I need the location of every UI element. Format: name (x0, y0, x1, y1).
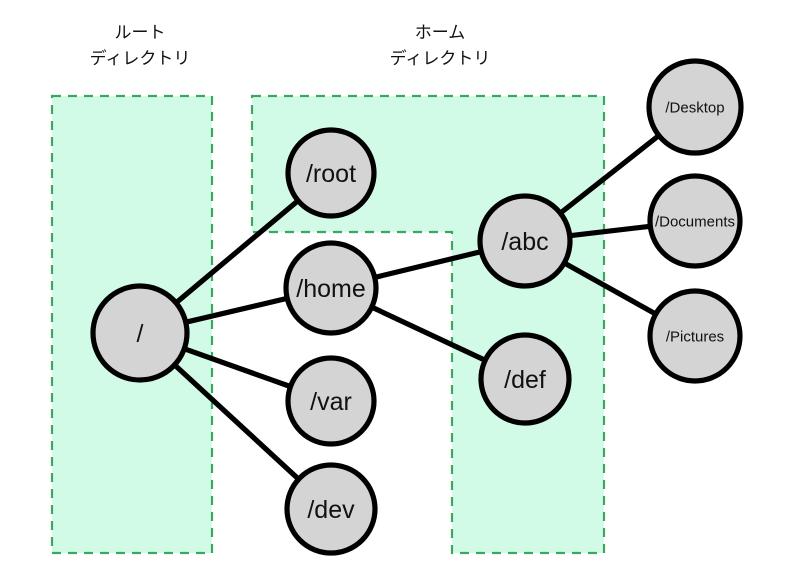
edge-layer (170, 131, 664, 484)
node-home-label: /home (296, 275, 365, 303)
node-documents[interactable]: /Documents (647, 173, 743, 269)
node-var[interactable]: /var (285, 355, 377, 447)
node-var-label: /var (310, 388, 352, 416)
node-root[interactable]: / (90, 283, 190, 383)
node-desktop-circle[interactable] (646, 58, 744, 156)
node-desktop[interactable]: /Desktop (646, 58, 744, 156)
edge-root-to-home (181, 295, 292, 326)
node-dev-label: /dev (307, 496, 355, 524)
edge-abc-to-desktop (556, 131, 664, 217)
node-var-circle[interactable] (285, 355, 377, 447)
root-directory-region-caption-line1: ルート (115, 23, 166, 43)
edge-abc-to-pictures (559, 259, 661, 318)
edge-home-to-def (367, 303, 490, 364)
node-dev-circle[interactable] (284, 462, 378, 556)
edge-root-to-dev (170, 360, 303, 484)
home-directory-region-caption-line1: ホーム (415, 23, 466, 43)
node-def-circle[interactable] (478, 332, 572, 426)
node-documents-circle[interactable] (647, 173, 743, 269)
node-desktop-label: /Desktop (665, 100, 724, 117)
node-def-label: /def (504, 366, 546, 394)
node-layer: / /root/home/var/dev/abc/def/Desktop/Docu… (90, 58, 744, 556)
node-abc-circle[interactable] (477, 193, 573, 289)
node-root-label: / (137, 320, 144, 348)
edge-abc-to-documents (565, 223, 655, 239)
node-documents-label: /Documents (655, 214, 735, 231)
node-root-dir-circle[interactable] (285, 127, 377, 219)
node-home[interactable]: /home (283, 240, 379, 336)
node-root-dir[interactable]: /root (285, 127, 377, 219)
edge-root-to-var (179, 345, 295, 390)
node-home-circle[interactable] (283, 240, 379, 336)
node-pictures-label: /Pictures (666, 329, 724, 346)
node-pictures-circle[interactable] (647, 288, 743, 384)
node-abc[interactable]: /abc (477, 193, 573, 289)
node-abc-label: /abc (501, 228, 548, 256)
node-root-circle[interactable] (90, 283, 190, 383)
home-directory-region-caption-line2: ディレクトリ (390, 48, 491, 69)
edge-home-to-abc (370, 248, 486, 281)
root-directory-region-caption-line2: ディレクトリ (90, 48, 191, 69)
edge-root-to-root-dir (171, 196, 303, 307)
node-root-dir-label: /root (306, 160, 356, 188)
node-pictures[interactable]: /Pictures (647, 288, 743, 384)
node-dev[interactable]: /dev (284, 462, 378, 556)
node-def[interactable]: /def (478, 332, 572, 426)
